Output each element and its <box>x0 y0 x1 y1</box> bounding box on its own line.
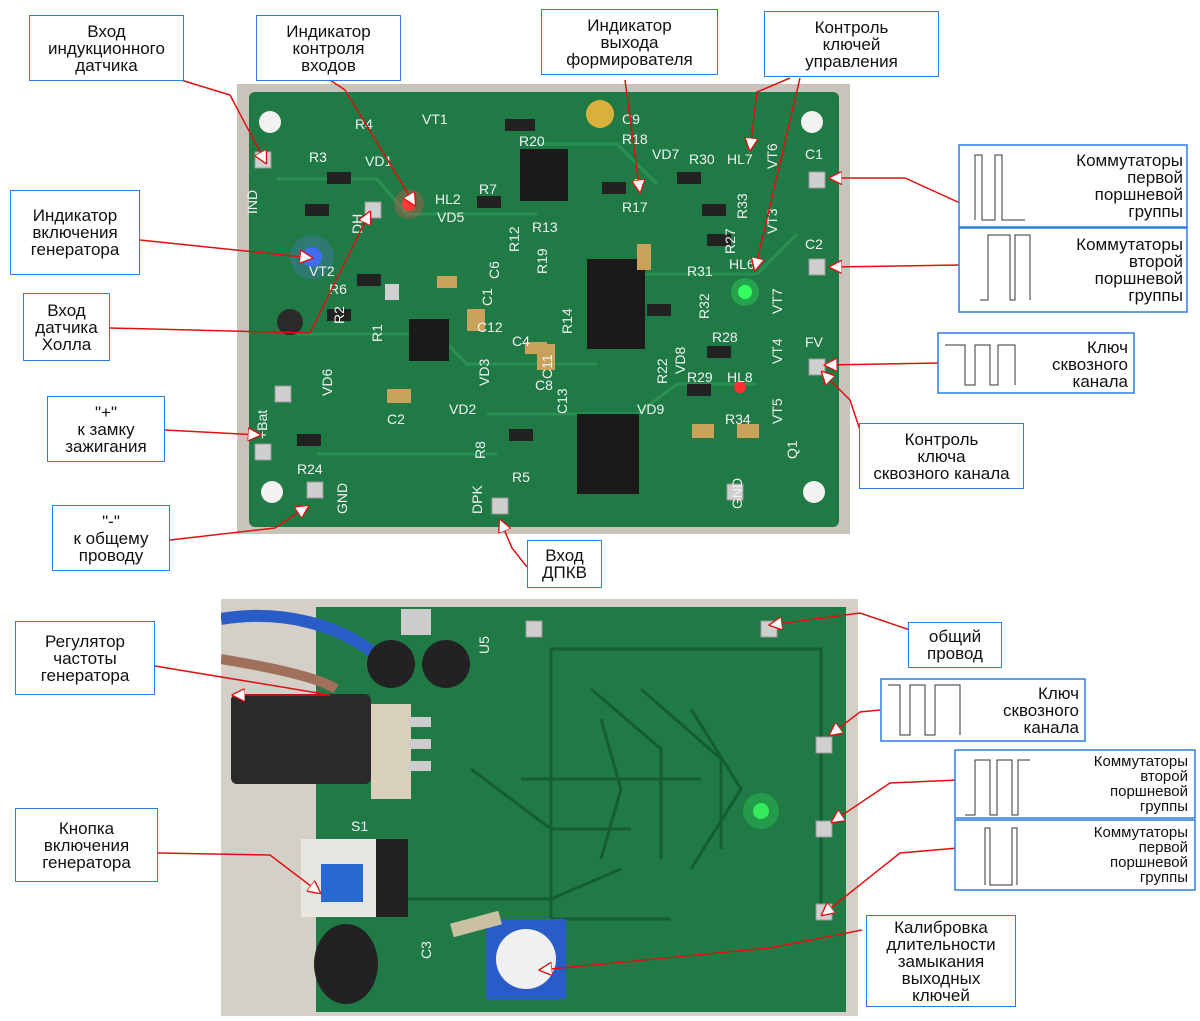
label-freq-regulator: Регулятор частоты генератора <box>15 621 155 695</box>
label-minus-common: "-" к общему проводу <box>52 505 170 571</box>
silk-vd5: VD5 <box>437 209 464 225</box>
silk-c4: C4 <box>512 333 530 349</box>
silk-vt5: VT5 <box>769 398 785 424</box>
silk-r12: R12 <box>506 226 522 252</box>
silk-hl7: HL7 <box>727 151 753 167</box>
label-calibration: Калибровка длительности замыкания выходн… <box>866 915 1016 1007</box>
bottom-board-photo: U5 S1 C3 <box>221 599 858 1016</box>
silk-c9: C9 <box>622 111 640 127</box>
silk-r27: R27 <box>722 228 738 254</box>
silk-vt4: VT4 <box>769 338 785 364</box>
silk-c1s: C1 <box>479 288 495 306</box>
silk-hl6: HL6 <box>729 256 755 272</box>
silk-r1: R1 <box>369 324 385 342</box>
silk-r30: R30 <box>689 151 715 167</box>
silk-r18: R18 <box>622 131 648 147</box>
silk-vd1: VD1 <box>365 153 392 169</box>
silk-r4: R4 <box>355 116 373 132</box>
top-board-photo: IND DH +Bat GND DPK GND C1 C2 FV R4 VT1 … <box>237 84 850 534</box>
label-inputs-indicator: Индикатор контроля входов <box>256 15 401 81</box>
silk-c11: C11 <box>539 354 555 379</box>
silk-q1: Q1 <box>784 440 800 459</box>
label-through-key-bottom: Ключ сквозного канала <box>1003 683 1079 737</box>
label-through-key-control: Контроль ключа сквозного канала <box>859 423 1024 489</box>
silk-vd6: VD6 <box>319 369 335 396</box>
label-through-key-top: Ключ сквозного канала <box>1052 337 1128 391</box>
silk-gnd: GND <box>334 483 350 514</box>
silk-dh: DH <box>349 214 365 234</box>
label-dpkv-input: Вход ДПКВ <box>527 540 602 588</box>
silk-c8: C8 <box>535 377 553 393</box>
silk-ind: IND <box>244 190 260 214</box>
silk-fv: FV <box>805 334 824 350</box>
silk-c13: C13 <box>554 388 570 414</box>
label-comm-second-bottom: Коммутаторы второй поршневой группы <box>1093 753 1188 815</box>
silk-hl2: HL2 <box>435 191 461 207</box>
silk-vd7: VD7 <box>652 146 679 162</box>
silk-r3: R3 <box>309 149 327 165</box>
label-common-wire: общий провод <box>908 622 1002 668</box>
silk-r32: R32 <box>696 293 712 319</box>
label-shaper-indicator: Индикатор выхода формирователя <box>541 9 718 75</box>
silk-hl8: HL8 <box>727 369 753 385</box>
silk-u5: U5 <box>476 636 492 654</box>
silk-r6: R6 <box>329 281 347 297</box>
label-gen-indicator: Индикатор включения генератора <box>10 190 140 275</box>
silk-c1: C1 <box>805 146 823 162</box>
silk-vd8: VD8 <box>672 347 688 374</box>
silk-c12: C12 <box>477 319 503 335</box>
silk-r13: R13 <box>532 219 558 235</box>
silk-r24: R24 <box>297 461 323 477</box>
silk-dpk: DPK <box>469 485 485 514</box>
silk-vt3: VT3 <box>764 208 780 234</box>
silk-r34: R34 <box>725 411 751 427</box>
silk-s1: S1 <box>351 818 368 834</box>
silk-r31: R31 <box>687 263 713 279</box>
silk-bat: +Bat <box>254 410 270 439</box>
label-induction-input: Вход индукционного датчика <box>29 15 184 81</box>
silk-r7: R7 <box>479 181 497 197</box>
silk-r33: R33 <box>734 193 750 219</box>
label-plus-bat: "+" к замку зажигания <box>47 396 165 462</box>
silk-c2: C2 <box>805 236 823 252</box>
label-comm-first-bottom: Коммутаторы первой поршневой группы <box>1093 824 1188 886</box>
silk-gnd2: GND <box>729 478 745 509</box>
frequency-potentiometer[interactable] <box>231 694 371 784</box>
silk-r22: R22 <box>654 358 670 384</box>
silk-r2: R2 <box>331 306 347 324</box>
label-comm-first-top: Коммутаторы первой поршневой группы <box>1076 151 1183 221</box>
silk-c6: C6 <box>486 261 502 279</box>
silk-r5: R5 <box>512 469 530 485</box>
silk-r19: R19 <box>534 248 550 274</box>
label-gen-button: Кнопка включения генератора <box>15 808 158 882</box>
silk-vt7: VT7 <box>769 288 785 314</box>
silk-vt2: VT2 <box>309 263 335 279</box>
silk-r17: R17 <box>622 199 648 215</box>
label-comm-second-top: Коммутаторы второй поршневой группы <box>1076 235 1183 305</box>
silk-vd3: VD3 <box>476 359 492 386</box>
silk-vt1: VT1 <box>422 111 448 127</box>
silk-vt6: VT6 <box>764 143 780 169</box>
silk-r8: R8 <box>472 441 488 459</box>
silk-r28: R28 <box>712 329 738 345</box>
silk-c2s: C2 <box>387 411 405 427</box>
silk-r29: R29 <box>687 369 713 385</box>
silk-c3: C3 <box>418 941 434 959</box>
silk-vd2: VD2 <box>449 401 476 417</box>
label-hall-input: Вход датчика Холла <box>23 293 110 361</box>
silk-r20: R20 <box>519 133 545 149</box>
label-control-keys: Контроль ключей управления <box>764 11 939 77</box>
silk-vd9: VD9 <box>637 401 664 417</box>
silk-r14: R14 <box>559 308 575 334</box>
